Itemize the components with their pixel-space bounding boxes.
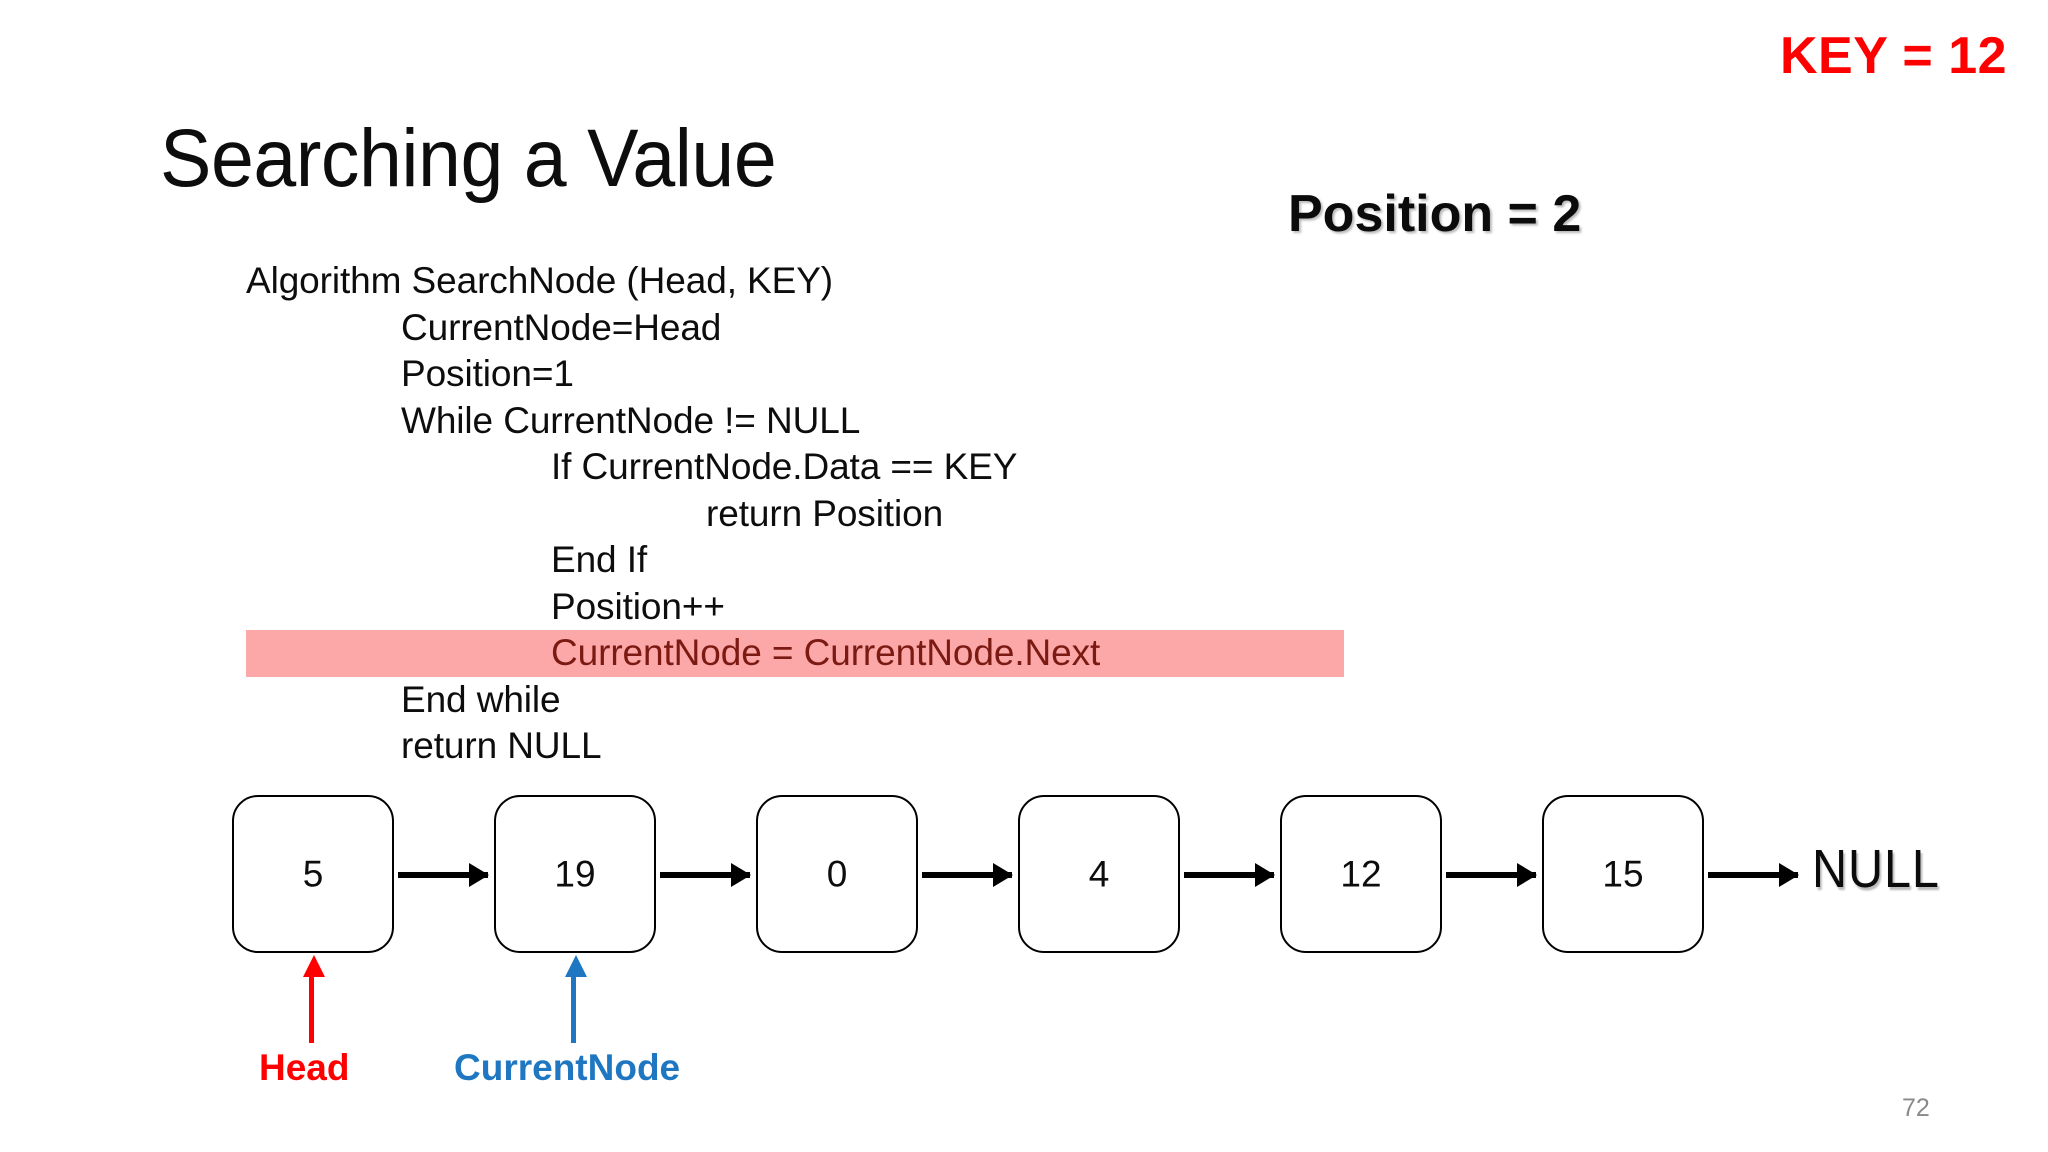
- code-line: Position=1: [246, 351, 1496, 398]
- null-terminator-label: NULL: [1812, 839, 1940, 899]
- code-line: While CurrentNode != NULL: [246, 398, 1496, 445]
- code-line-text: return NULL: [401, 725, 602, 766]
- list-node: 4: [1018, 795, 1180, 953]
- code-line-text: CurrentNode=Head: [401, 306, 722, 348]
- code-line-text: While CurrentNode != NULL: [401, 399, 861, 441]
- list-node: 12: [1280, 795, 1442, 953]
- code-line: return Position: [246, 491, 1496, 538]
- next-pointer-arrow-icon: [398, 872, 488, 878]
- code-line-text: Position=1: [401, 353, 574, 394]
- list-node-value: 0: [826, 853, 848, 895]
- algorithm-pseudocode: Algorithm SearchNode (Head, KEY) CurrentN…: [246, 258, 1496, 770]
- code-line: CurrentNode=Head: [246, 305, 1496, 352]
- head-pointer-shaft: [309, 975, 314, 1043]
- list-node-value: 19: [554, 853, 596, 895]
- next-pointer-arrow-icon: [1446, 872, 1536, 878]
- position-value-label: Position = 2: [1288, 185, 1582, 243]
- key-value-label: KEY = 12: [1780, 27, 2008, 85]
- currentnode-pointer-label: CurrentNode: [454, 1047, 681, 1088]
- next-pointer-arrow-icon: [922, 872, 1012, 878]
- currentnode-pointer-arrow-icon: [565, 955, 587, 977]
- list-node-value: 4: [1088, 853, 1110, 895]
- next-pointer-arrow-icon: [1708, 872, 1798, 878]
- code-line-text: If CurrentNode.Data == KEY: [551, 446, 1018, 487]
- next-pointer-arrow-icon: [660, 872, 750, 878]
- code-line: End while: [246, 677, 1496, 724]
- code-line: Position++: [246, 584, 1496, 631]
- code-line: If CurrentNode.Data == KEY: [246, 444, 1496, 491]
- list-node: 15: [1542, 795, 1704, 953]
- list-node: 19: [494, 795, 656, 953]
- code-line-text: Algorithm SearchNode (Head, KEY): [246, 260, 834, 301]
- code-line: return NULL: [246, 723, 1496, 770]
- currentnode-pointer-shaft: [571, 975, 576, 1043]
- code-line-text: Position++: [551, 585, 725, 627]
- code-line-highlighted: CurrentNode = CurrentNode.Next: [246, 630, 1344, 677]
- list-node-value: 12: [1340, 853, 1382, 895]
- head-pointer-arrow-icon: [303, 955, 325, 977]
- next-pointer-arrow-icon: [1184, 872, 1274, 878]
- code-line-text: End If: [551, 539, 648, 580]
- list-node: 5: [232, 795, 394, 953]
- list-node-value: 5: [302, 853, 324, 895]
- list-node-value: 15: [1602, 853, 1644, 895]
- page-number: 72: [1902, 1094, 1930, 1122]
- head-pointer-label: Head: [259, 1047, 350, 1088]
- code-line-text: End while: [401, 678, 561, 720]
- code-line: Algorithm SearchNode (Head, KEY): [246, 258, 1496, 305]
- code-line: End If: [246, 537, 1496, 584]
- page-title: Searching a Value: [160, 113, 777, 204]
- code-line-text: CurrentNode = CurrentNode.Next: [551, 632, 1101, 673]
- code-line-text: return Position: [706, 492, 944, 534]
- list-node: 0: [756, 795, 918, 953]
